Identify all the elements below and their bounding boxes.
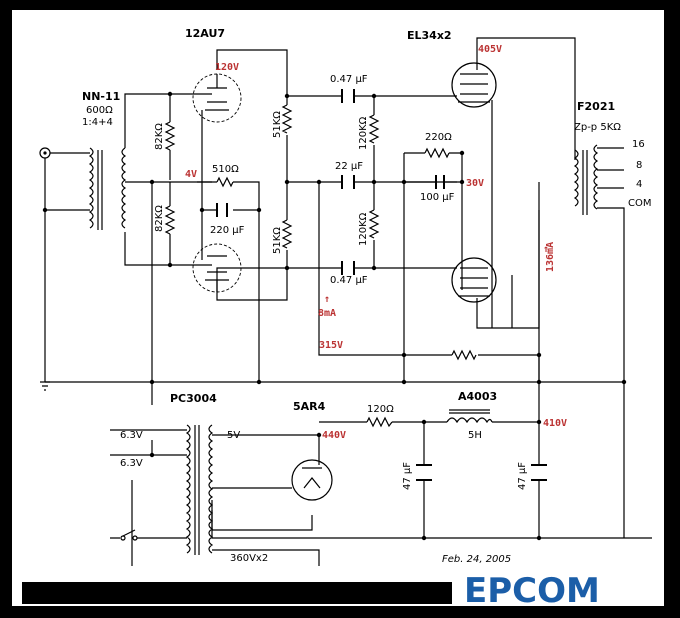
- label-r120k-bot: 120KΩ: [358, 212, 369, 246]
- capacitors: [216, 89, 547, 481]
- label-tap-4: 4: [636, 179, 642, 190]
- r-82k-bot: [164, 205, 176, 235]
- label-c100u: 100 μF: [420, 192, 455, 203]
- c-100u: [435, 175, 445, 189]
- label-a4003: A4003: [458, 390, 497, 403]
- voltage-30v: 30V: [466, 178, 484, 189]
- label-r220: 220Ω: [425, 132, 452, 143]
- voltage-410v: 410V: [543, 418, 567, 429]
- c-22u: [341, 175, 355, 189]
- label-tap-16: 16: [632, 139, 645, 150]
- ground-symbol: [40, 381, 50, 391]
- label-r120k-top: 120KΩ: [358, 116, 369, 150]
- arrow-8ma: ↑: [324, 294, 330, 305]
- label-el34: EL34x2: [407, 29, 452, 42]
- r-bias-feed: [451, 349, 477, 361]
- tube-el34: [451, 62, 497, 303]
- c-47u-2: [531, 464, 547, 481]
- watermark-text: EPCOM: [464, 571, 600, 606]
- r-510: [216, 176, 234, 188]
- label-nn11-impedance: 600Ω: [86, 105, 113, 116]
- schematic-diagram: 12AU7 EL34x2 5AR4 NN-11 600Ω 1:4+4 F2021…: [12, 27, 664, 606]
- label-r51k-bot: 51KΩ: [272, 227, 283, 254]
- voltage-120v: 120V: [215, 62, 239, 73]
- watermark: EPCOM: [12, 566, 664, 606]
- label-nn11-ratio: 1:4+4: [82, 117, 113, 128]
- label-12au7: 12AU7: [185, 27, 225, 40]
- r-120k-bot: [368, 209, 380, 239]
- label-r120: 120Ω: [367, 404, 394, 415]
- label-c047-bot: 0.47 μF: [330, 275, 368, 286]
- schematic-sheet: 12AU7 EL34x2 5AR4 NN-11 600Ω 1:4+4 F2021…: [12, 10, 664, 606]
- wiring: [39, 37, 652, 585]
- label-r51k-top: 51KΩ: [272, 111, 283, 138]
- label-c22u: 22 μF: [335, 161, 363, 172]
- label-c047-top: 0.47 μF: [330, 74, 368, 85]
- r-51k-top: [281, 104, 293, 134]
- label-tap-com: COM: [628, 198, 651, 209]
- labels: 12AU7 EL34x2 5AR4 NN-11 600Ω 1:4+4 F2021…: [82, 27, 651, 581]
- label-r82k-top: 82KΩ: [154, 123, 165, 150]
- label-c220u: 220 μF: [210, 225, 245, 236]
- voltage-4v: 4V: [185, 169, 197, 180]
- label-r510: 510Ω: [212, 164, 239, 175]
- output-transformer: [573, 144, 599, 215]
- label-c47u-1: 47 μF: [402, 462, 413, 490]
- tube-12au7: [192, 73, 242, 293]
- r-82k-top: [164, 121, 176, 151]
- footer-date: Feb. 24, 2005: [442, 554, 511, 565]
- label-f2021: F2021: [577, 100, 615, 113]
- label-choke-value: 5H: [468, 430, 482, 441]
- c-047-top: [341, 89, 355, 103]
- c-47u-1: [416, 464, 432, 481]
- label-heater2: 6.3V: [120, 458, 143, 469]
- label-c47u-2: 47 μF: [517, 462, 528, 490]
- label-pc3004: PC3004: [170, 392, 217, 405]
- power-transformer: [185, 424, 214, 555]
- current-8ma: 8mA: [318, 308, 336, 319]
- c-047-bot: [341, 261, 355, 275]
- r-51k-bot: [281, 219, 293, 249]
- arrow-136ma: ↑: [543, 244, 549, 255]
- power-switch[interactable]: [120, 529, 138, 541]
- label-f2021-impedance: Zp-p 5KΩ: [574, 122, 621, 133]
- label-tap-8: 8: [636, 160, 642, 171]
- r-220: [424, 147, 450, 159]
- label-rect-heater: 5V: [227, 430, 240, 441]
- label-heater1: 6.3V: [120, 430, 143, 441]
- c-220u: [216, 203, 228, 217]
- tube-5ar4: [291, 459, 333, 501]
- resistors: [164, 104, 477, 428]
- r-120k-top: [368, 114, 380, 144]
- voltage-405v: 405V: [478, 44, 502, 55]
- choke-inductor: [446, 409, 493, 424]
- r-120: [366, 416, 393, 428]
- label-5ar4: 5AR4: [293, 400, 326, 413]
- current-136ma: 136mA: [545, 242, 556, 272]
- label-nn11: NN-11: [82, 90, 120, 103]
- voltage-440v: 440V: [322, 430, 346, 441]
- label-r82k-bot: 82KΩ: [154, 205, 165, 232]
- voltage-315v: 315V: [319, 340, 343, 351]
- junction-dots: [42, 91, 627, 541]
- input-transformer: [88, 147, 127, 230]
- label-secondary: 360Vx2: [230, 553, 268, 564]
